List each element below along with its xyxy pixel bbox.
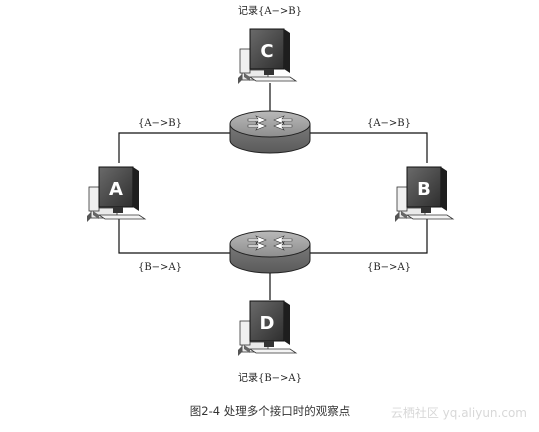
router-top-icon <box>229 110 311 154</box>
figure-caption: 图2-4 处理多个接口时的观察点 <box>190 404 350 418</box>
record-label-d: 记录{B−>A} <box>238 372 302 384</box>
link-bottom-router-b <box>308 216 428 254</box>
computer-a-letter: A <box>109 179 123 200</box>
link-a-top-router <box>118 132 232 163</box>
computer-c-letter: C <box>260 41 273 62</box>
watermark: 云栖社区 yq.aliyun.com <box>391 405 527 420</box>
computer-d-letter: D <box>260 313 275 334</box>
link-a-bottom-router <box>118 216 232 254</box>
computer-a: A <box>86 166 146 223</box>
link-label-top-right: {A−>B} <box>367 118 411 129</box>
computer-c: C <box>237 28 297 85</box>
record-label-c: 记录{A−>B} <box>238 5 302 17</box>
link-label-top-left: {A−>B} <box>138 118 182 129</box>
link-label-bottom-right: {B−>A} <box>367 262 411 273</box>
computer-d: D <box>237 300 297 357</box>
link-label-bottom-left: {B−>A} <box>138 262 182 273</box>
computer-b-letter: B <box>417 179 431 200</box>
computer-b: B <box>394 166 454 223</box>
link-top-router-b <box>308 132 428 163</box>
router-bottom-icon <box>229 230 311 274</box>
